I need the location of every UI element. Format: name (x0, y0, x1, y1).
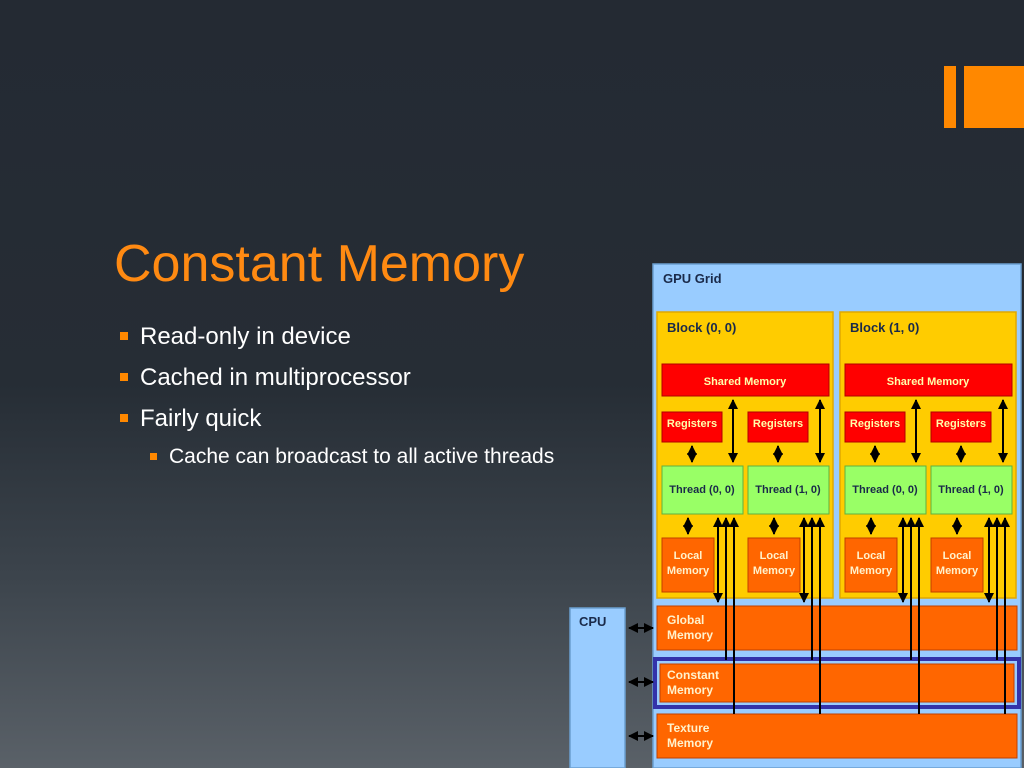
bullet-item: Fairly quick (118, 398, 554, 439)
thread (661, 465, 744, 515)
shared-memory-label: Shared Memory (704, 376, 787, 388)
global-memory (656, 605, 1018, 651)
block-label: Block (1, 0) (850, 320, 919, 335)
registers-label: Registers (753, 418, 803, 430)
thread-label: Thread (1, 0) (755, 484, 821, 496)
registers-label: Registers (850, 418, 900, 430)
gpu-grid-label: GPU Grid (663, 271, 722, 286)
thread (747, 465, 830, 515)
constant-memory-label: Memory (667, 683, 713, 697)
cpu-box (569, 607, 626, 768)
thread-label: Thread (1, 0) (938, 484, 1004, 496)
cuda-memory-diagram: GPU Grid CPU Block (0, 0) Shared Memory … (569, 263, 1022, 768)
slide-title: Constant Memory (114, 235, 525, 293)
registers (661, 411, 723, 443)
thread-label: Thread (0, 0) (669, 484, 735, 496)
arrows (628, 399, 1010, 741)
texture-memory-label: Texture (667, 721, 710, 735)
global-memory-label: Memory (667, 628, 713, 642)
bullet-item: Read-only in device (118, 316, 554, 357)
local-memory-label: Memory (667, 565, 710, 577)
accent-bar-thick (964, 66, 1024, 128)
thread-label: Thread (0, 0) (852, 484, 918, 496)
local-memory-label: Memory (753, 565, 796, 577)
sub-bullet-item: Cache can broadcast to all active thread… (148, 439, 554, 475)
registers (844, 411, 906, 443)
thread (844, 465, 927, 515)
local-memory-label: Memory (936, 565, 979, 577)
constant-memory-highlight (653, 657, 1021, 709)
local-memory (930, 537, 984, 593)
global-memory-label: Global (667, 613, 704, 627)
block-label: Block (0, 0) (667, 320, 736, 335)
texture-memory-label: Memory (667, 736, 713, 750)
bullet-list: Read-only in device Cached in multiproce… (118, 316, 554, 475)
constant-memory-label: Constant (667, 668, 719, 682)
bullet-item: Cached in multiprocessor (118, 357, 554, 398)
registers-label: Registers (667, 418, 717, 430)
local-memory-label: Local (943, 550, 972, 562)
shared-memory (661, 363, 830, 397)
registers-label: Registers (936, 418, 986, 430)
constant-memory (659, 663, 1015, 703)
cpu-label: CPU (579, 614, 606, 629)
local-memory (844, 537, 898, 593)
local-memory-label: Memory (850, 565, 893, 577)
local-memory-label: Local (857, 550, 886, 562)
accent-bar-thin (944, 66, 956, 128)
local-memory-label: Local (760, 550, 789, 562)
local-memory-label: Local (674, 550, 703, 562)
texture-memory (656, 713, 1018, 759)
thread (930, 465, 1013, 515)
shared-memory-label: Shared Memory (887, 376, 970, 388)
registers (930, 411, 992, 443)
registers (747, 411, 809, 443)
shared-memory (844, 363, 1013, 397)
